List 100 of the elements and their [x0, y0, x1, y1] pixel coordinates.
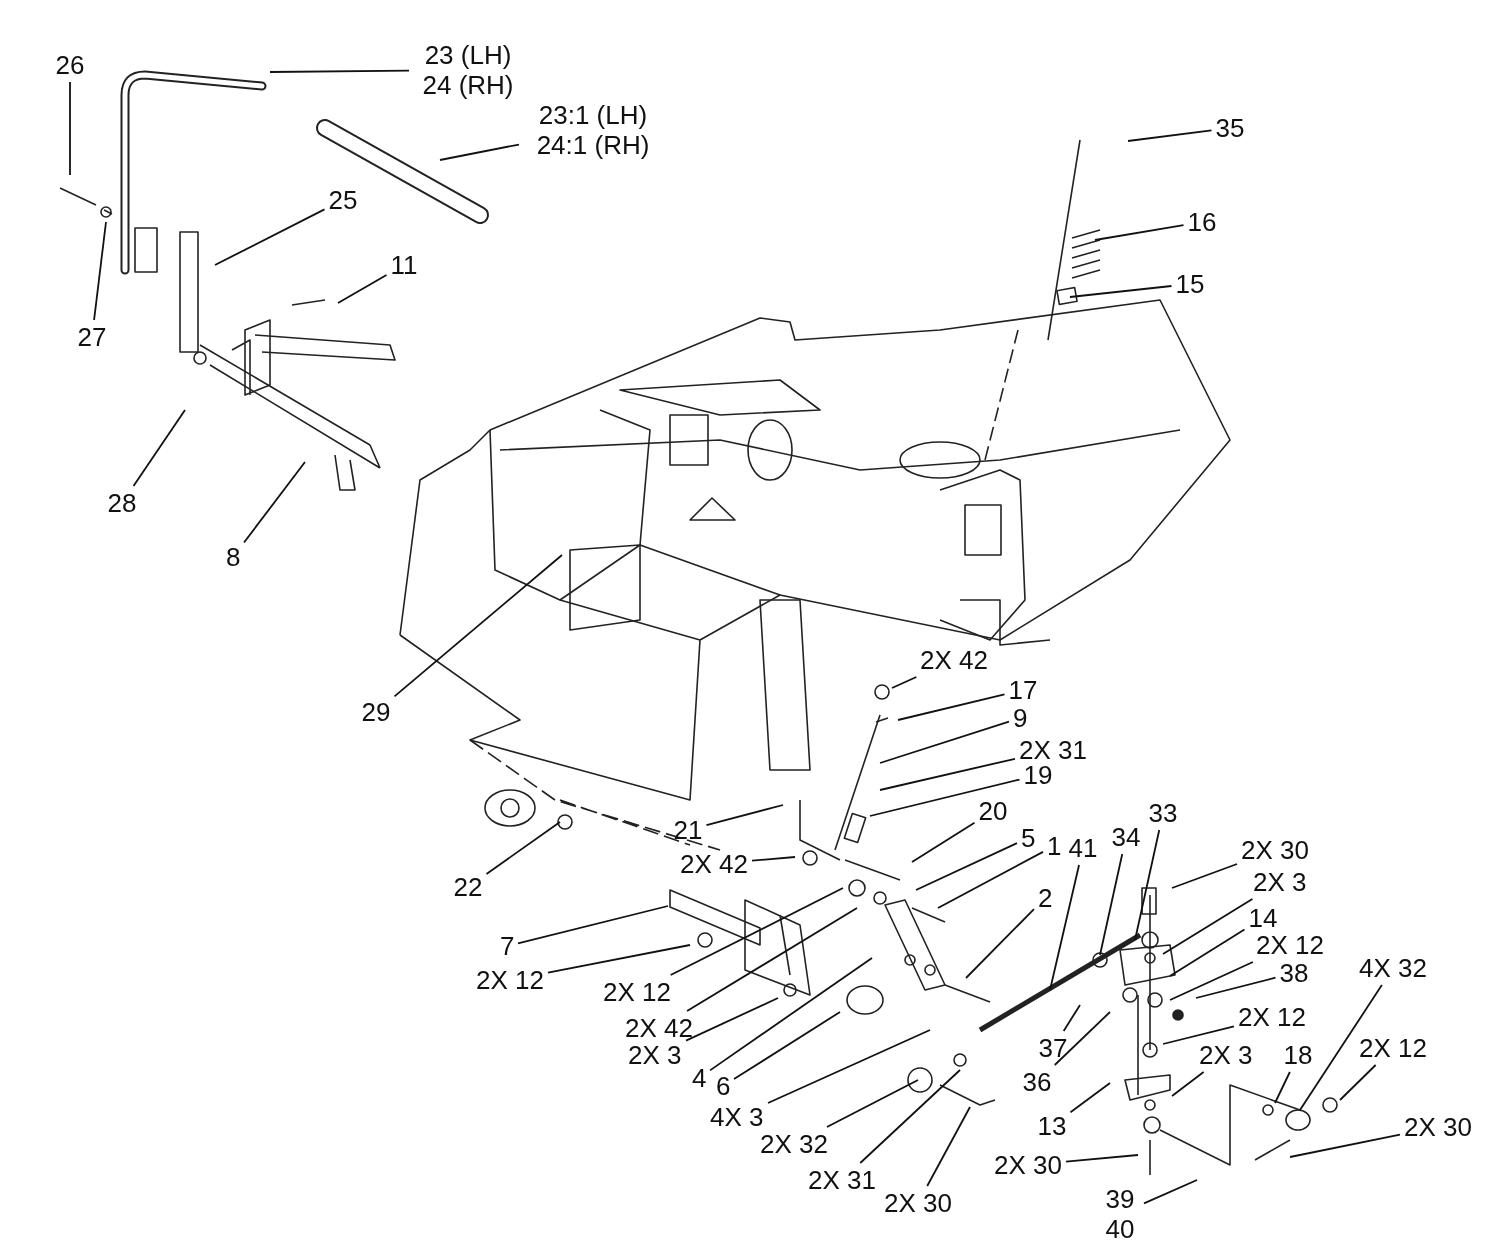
- leader-line: [1299, 984, 1383, 1111]
- leader-line: [826, 1079, 919, 1128]
- callout-number: 35: [1215, 113, 1245, 143]
- callout-number: 2X 12: [1256, 930, 1324, 960]
- leader-line: [686, 907, 858, 1012]
- callout-number: 23:1 (LH) 24:1 (RH): [523, 100, 663, 160]
- callout-number: 13: [1037, 1111, 1067, 1141]
- leader-line: [733, 1011, 841, 1080]
- leader-line: [1065, 1154, 1139, 1163]
- callout-number: 20: [978, 796, 1008, 826]
- callout-number: 4X 3: [710, 1102, 764, 1132]
- leader-line: [517, 905, 669, 945]
- leader-line: [911, 821, 976, 863]
- leader-line: [214, 208, 326, 266]
- callout-number: 37: [1038, 1033, 1068, 1063]
- callout-number: 23 (LH) 24 (RH): [413, 40, 523, 100]
- leader-line: [1274, 1071, 1291, 1104]
- leader-line: [1099, 853, 1124, 956]
- callout-number: 22: [453, 872, 483, 902]
- leader-line: [669, 887, 844, 976]
- leader-line: [1094, 224, 1185, 241]
- callout-number: 2X 3: [628, 1040, 682, 1070]
- callout-number: 2: [1038, 883, 1053, 913]
- callout-number: 2X 12: [1238, 1002, 1306, 1032]
- callout-number: 2X 3: [1199, 1040, 1253, 1070]
- leader-line: [1069, 285, 1173, 298]
- leader-line: [1169, 928, 1246, 977]
- callout-number: 4X 32: [1359, 953, 1427, 983]
- callout-number: 29: [361, 697, 391, 727]
- leader-line: [393, 554, 563, 698]
- leader-line: [1134, 829, 1161, 941]
- callout-number: 15: [1175, 269, 1205, 299]
- callout-number: 2X 30: [884, 1188, 952, 1218]
- leader-line: [1162, 1025, 1235, 1045]
- leader-line: [1069, 1082, 1111, 1114]
- leader-line: [485, 821, 561, 875]
- callout-number: 2X 30: [1404, 1112, 1472, 1142]
- callout-number: 25: [328, 185, 358, 215]
- leader-line: [937, 851, 1044, 909]
- callout-number: 2X 42: [920, 645, 988, 675]
- callout-number: 2X 12: [1359, 1033, 1427, 1063]
- leader-line: [1049, 864, 1080, 991]
- leader-line: [269, 69, 410, 73]
- leader-line: [1162, 898, 1254, 955]
- callout-number: 28: [107, 488, 137, 518]
- leader-line: [926, 1106, 971, 1187]
- leader-line: [767, 1029, 931, 1104]
- leader-line: [132, 409, 186, 487]
- callout-number: 2X 42: [680, 849, 748, 879]
- callout-number: 26: [55, 50, 85, 80]
- leader-line: [1339, 1064, 1377, 1101]
- callout-number: 2X 42: [625, 1013, 693, 1043]
- leader-line: [915, 842, 1018, 891]
- leader-line: [751, 856, 796, 862]
- leader-line: [705, 804, 784, 827]
- leader-line: [879, 720, 1010, 764]
- callout-number: 14: [1248, 903, 1278, 933]
- leader-line: [69, 81, 71, 176]
- leader-line: [337, 274, 388, 304]
- callout-number: 2X 30: [994, 1150, 1062, 1180]
- callout-number: 34: [1111, 822, 1141, 852]
- callout-number: 2X 31: [808, 1165, 876, 1195]
- leader-line: [93, 221, 107, 321]
- callout-number: 17: [1008, 675, 1038, 705]
- callout-number: 6: [716, 1071, 731, 1101]
- leader-line: [897, 693, 1006, 721]
- leader-line: [439, 143, 520, 161]
- leader-line: [1053, 1011, 1111, 1066]
- leader-line: [1127, 129, 1213, 142]
- leader-line: [859, 1069, 961, 1164]
- callout-number: 7: [500, 931, 515, 961]
- callout-number: 39 40: [1100, 1184, 1140, 1244]
- leader-line: [869, 778, 1021, 817]
- leader-line: [1169, 961, 1254, 1001]
- leader-line: [1062, 1004, 1081, 1032]
- callout-number: 5: [1021, 823, 1036, 853]
- leader-line: [709, 957, 873, 1072]
- callout-number: 2X 32: [760, 1129, 828, 1159]
- leader-line: [1171, 863, 1238, 889]
- callout-number: 41: [1068, 833, 1098, 863]
- leader-line: [685, 997, 779, 1042]
- leader-line: [1171, 1071, 1205, 1097]
- callout-number: 8: [226, 542, 241, 572]
- callout-number: 1: [1047, 831, 1062, 861]
- callout-number: 16: [1187, 207, 1217, 237]
- leader-line: [965, 908, 1035, 979]
- leader-line: [1289, 1133, 1401, 1158]
- leader-line: [1143, 1179, 1198, 1205]
- callout-number: 38: [1279, 958, 1309, 988]
- leader-line: [547, 944, 691, 974]
- callout-number: 21: [673, 815, 703, 845]
- callout-number: 2X 12: [476, 965, 544, 995]
- leader-line: [891, 676, 918, 689]
- callout-number: 4: [692, 1063, 707, 1093]
- callout-number: 18: [1283, 1040, 1313, 1070]
- callout-number: 27: [77, 322, 107, 352]
- callout-number: 11: [390, 250, 418, 280]
- callout-number: 2X 30: [1241, 835, 1309, 865]
- callout-number: 9: [1013, 703, 1028, 733]
- callout-number: 33: [1148, 798, 1178, 828]
